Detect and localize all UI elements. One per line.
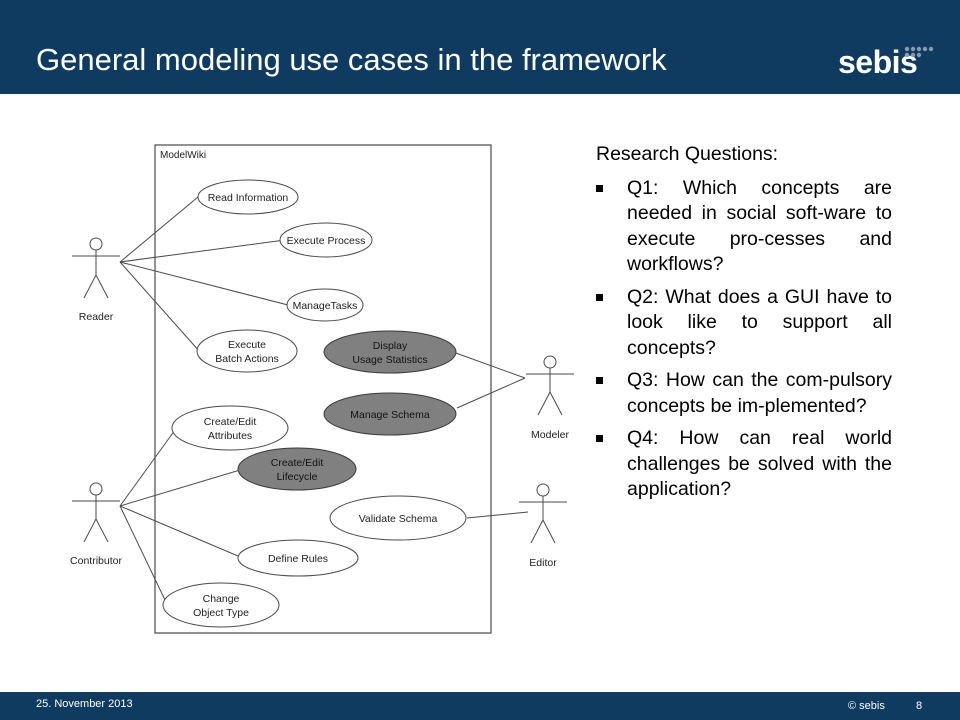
- question-4: Q4: How can real world challenges be sol…: [596, 426, 892, 503]
- svg-text:Read Information: Read Information: [208, 192, 289, 204]
- question-3: Q3: How can the com-pulsory concepts be …: [596, 368, 892, 419]
- svg-text:Define Rules: Define Rules: [268, 553, 328, 565]
- svg-text:Batch Actions: Batch Actions: [215, 353, 279, 365]
- use-case-display-usage-statistics: Display Usage Statistics: [323, 330, 457, 374]
- svg-text:Execute: Execute: [228, 339, 266, 351]
- svg-text:Execute Process: Execute Process: [287, 235, 366, 247]
- footer-copyright: © sebis: [848, 700, 885, 712]
- bullet-square-icon: [596, 377, 603, 384]
- bullet-square-icon: [596, 435, 603, 442]
- logo-dots-icon: [904, 46, 934, 58]
- use-case-create-edit-attributes: Create/Edit Attributes: [171, 405, 289, 451]
- bullet-square-icon: [596, 184, 603, 192]
- svg-text:Object Type: Object Type: [193, 607, 249, 619]
- svg-text:Attributes: Attributes: [208, 430, 252, 442]
- use-case-manage-tasks: ManageTasks: [286, 288, 364, 322]
- slide-header: General modeling use cases in the framew…: [0, 0, 960, 94]
- actor-editor-label: Editor: [529, 557, 557, 569]
- question-1-text: Q1: Which concepts are needed in social …: [627, 176, 892, 276]
- svg-text:Display: Display: [373, 340, 408, 352]
- slide-footer: 25. November 2013 © sebis 8: [0, 692, 960, 720]
- actor-reader: [72, 237, 120, 299]
- use-case-define-rules: Define Rules: [237, 539, 359, 577]
- question-2-text: Q2: What does a GUI have to look like to…: [627, 285, 892, 359]
- research-questions-list: Q1: Which concepts are needed in social …: [596, 176, 892, 503]
- page-number: 8: [916, 700, 923, 712]
- footer-date: 25. November 2013: [36, 698, 133, 710]
- actor-editor: [519, 483, 567, 544]
- research-questions: Research Questions: Q1: Which concepts a…: [596, 142, 892, 510]
- use-case-create-edit-lifecycle: Create/Edit Lifecycle: [237, 447, 357, 491]
- actor-modeler-label: Modeler: [531, 429, 569, 441]
- use-case-change-object-type: Change Object Type: [162, 582, 280, 628]
- actor-reader-label: Reader: [79, 311, 114, 323]
- associations: [119, 196, 529, 601]
- use-case-execute-process: Execute Process: [279, 222, 373, 258]
- use-case-read-information: Read Information: [197, 179, 299, 215]
- actor-contributor-label: Contributor: [70, 555, 122, 567]
- svg-text:Lifecycle: Lifecycle: [277, 471, 318, 483]
- bullet-square-icon: [596, 293, 603, 301]
- question-3-text: Q3: How can the com-pulsory concepts be …: [627, 369, 892, 417]
- use-case-validate-schema: Validate Schema: [329, 495, 467, 541]
- system-name: ModelWiki: [160, 150, 206, 161]
- question-2: Q2: What does a GUI have to look like to…: [596, 285, 892, 362]
- slide-title: General modeling use cases in the framew…: [36, 42, 667, 77]
- question-4-text: Q4: How can real world challenges be sol…: [627, 427, 892, 500]
- svg-text:Usage Statistics: Usage Statistics: [352, 354, 427, 366]
- system-boundary: [154, 144, 492, 634]
- svg-text:Change: Change: [203, 593, 240, 605]
- svg-text:ManageTasks: ManageTasks: [293, 300, 358, 312]
- svg-text:Manage Schema: Manage Schema: [350, 409, 430, 421]
- research-questions-heading: Research Questions:: [596, 143, 779, 165]
- use-case-diagram: ModelWiki Reader Contributor M: [70, 144, 574, 634]
- svg-text:Create/Edit: Create/Edit: [271, 457, 324, 469]
- svg-text:Create/Edit: Create/Edit: [204, 416, 257, 428]
- actor-modeler: [526, 355, 574, 416]
- actor-contributor: [72, 482, 120, 543]
- use-case-manage-schema: Manage Schema: [323, 392, 457, 436]
- use-case-execute-batch-actions: Execute Batch Actions: [196, 329, 298, 373]
- sebis-logo: sebis: [838, 44, 918, 80]
- question-1: Q1: Which concepts are needed in social …: [596, 176, 892, 278]
- svg-text:Validate Schema: Validate Schema: [359, 513, 438, 525]
